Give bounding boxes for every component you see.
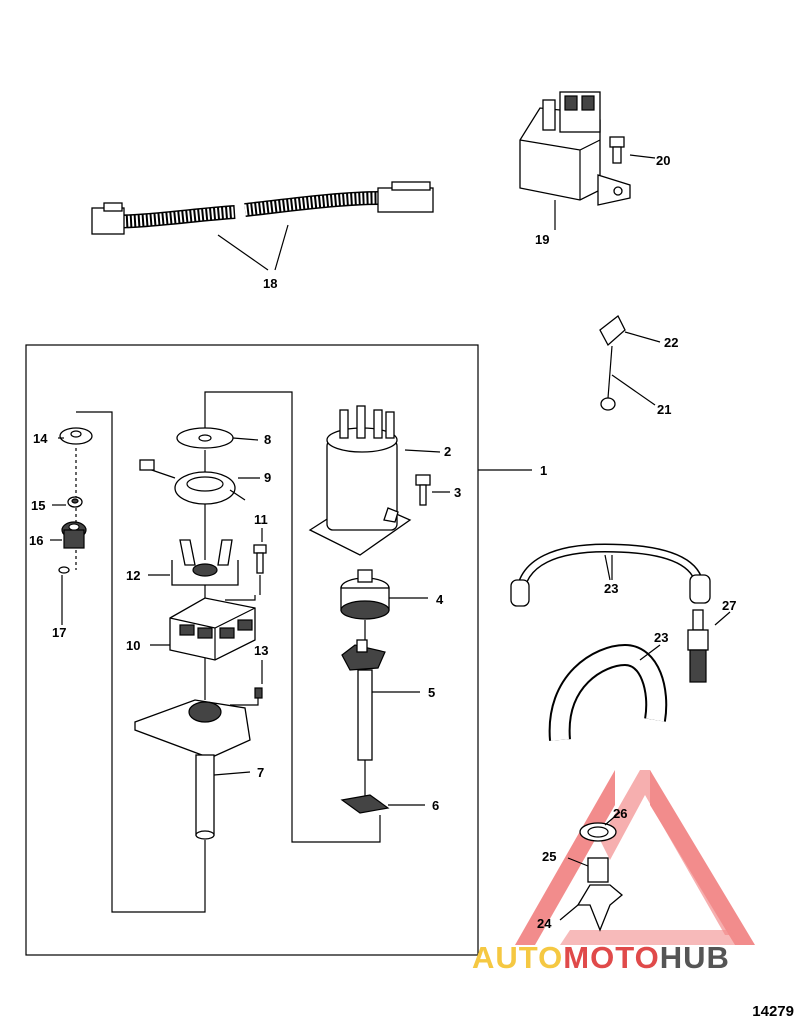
watermark-triangle xyxy=(515,770,755,945)
callout-23-lower: 23 xyxy=(654,630,668,645)
bolt-20 xyxy=(609,136,656,164)
callout-22: 22 xyxy=(664,335,678,350)
spark-plug-lead-upper xyxy=(510,543,711,607)
callout-8: 8 xyxy=(264,432,271,447)
rotor-4 xyxy=(340,569,428,620)
callout-10: 10 xyxy=(126,638,140,653)
callout-24: 24 xyxy=(537,916,552,931)
distributor-housing-7 xyxy=(134,699,251,840)
callout-1: 1 xyxy=(540,463,547,478)
clamp-assembly xyxy=(559,811,624,932)
ignition-coil xyxy=(519,91,631,230)
pickup-coil-9 xyxy=(139,459,260,505)
watermark-part-hub: HUB xyxy=(659,940,730,975)
callout-2: 2 xyxy=(444,444,451,459)
callout-4: 4 xyxy=(436,592,444,607)
callout-5: 5 xyxy=(428,685,435,700)
watermark-text: AUTOMOTOHUB xyxy=(472,940,730,976)
distributor-cap-2 xyxy=(308,405,441,556)
callout-9: 9 xyxy=(264,470,271,485)
callout-17: 17 xyxy=(52,625,66,640)
pole-piece-12 xyxy=(148,539,239,586)
wire-harness xyxy=(91,181,434,271)
watermark-part-moto: MOTO xyxy=(563,940,660,975)
callout-25: 25 xyxy=(542,849,556,864)
distributor-pin-17 xyxy=(58,566,70,574)
callout-6: 6 xyxy=(432,798,439,813)
distributor-washer-8 xyxy=(176,427,259,449)
callout-13: 13 xyxy=(254,643,268,658)
ignition-module-10 xyxy=(150,597,256,661)
callout-15: 15 xyxy=(31,498,45,513)
callout-23-upper: 23 xyxy=(604,581,618,596)
callout-26: 26 xyxy=(613,806,627,821)
callout-12: 12 xyxy=(126,568,140,583)
callout-20: 20 xyxy=(656,153,670,168)
ground-strap xyxy=(599,315,661,411)
screw-3 xyxy=(415,474,450,506)
callout-18: 18 xyxy=(263,276,277,291)
distributor-gear-16 xyxy=(50,521,87,549)
spark-plug-lead-lower xyxy=(548,643,668,741)
callout-21: 21 xyxy=(657,402,671,417)
callout-3: 3 xyxy=(454,485,461,500)
shaft-plate-6 xyxy=(340,794,425,814)
callout-7: 7 xyxy=(257,765,264,780)
callout-14: 14 xyxy=(33,431,48,446)
distributor-part-14 xyxy=(58,427,93,445)
assembly-box xyxy=(25,344,479,956)
callout-16: 16 xyxy=(29,533,43,548)
spark-plug xyxy=(687,609,731,683)
callout-labels: 1 2 3 4 5 6 7 8 9 10 11 12 13 14 15 16 1… xyxy=(29,153,736,931)
distributor-shaft-5 xyxy=(341,639,420,761)
distributor-part-15 xyxy=(52,496,83,508)
callout-27: 27 xyxy=(722,598,736,613)
watermark-part-auto: AUTO xyxy=(472,940,564,975)
screw-11 xyxy=(253,528,267,574)
callout-11: 11 xyxy=(254,512,268,527)
callout-19: 19 xyxy=(535,232,549,247)
figure-number: 14279 xyxy=(752,1003,794,1020)
retainer-13 xyxy=(254,660,263,699)
